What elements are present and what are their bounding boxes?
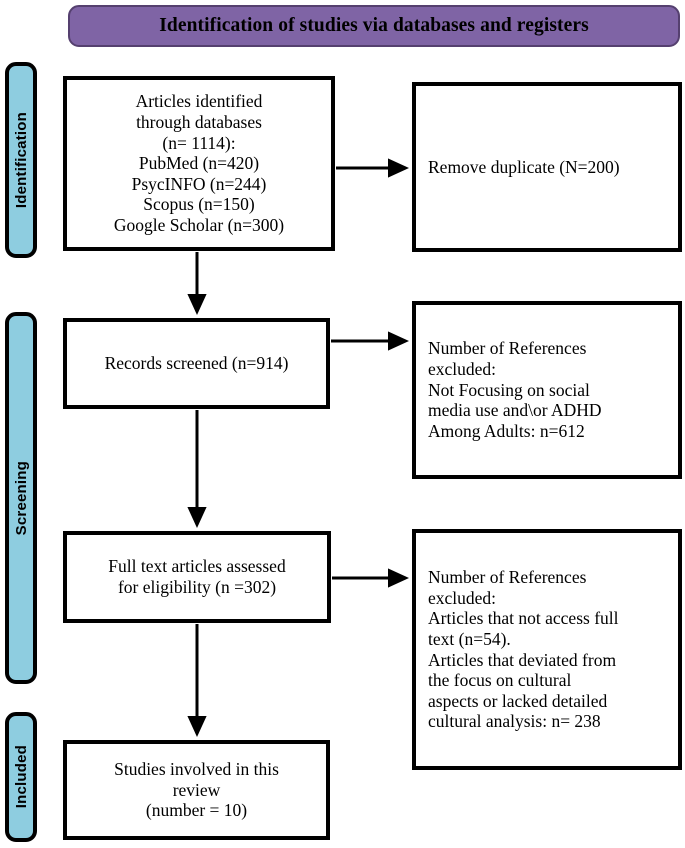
- flow-box-remove-duplicate: Remove duplicate (N=200): [412, 82, 682, 252]
- flow-box-remove-duplicate-text: Remove duplicate (N=200): [428, 156, 620, 177]
- flow-box-fulltext-assessed-text: Full text articles assessed for eligibil…: [108, 556, 286, 597]
- flow-box-studies-included-text: Studies involved in this review (number …: [114, 759, 279, 821]
- flow-box-records-screened-text: Records screened (n=914): [104, 353, 289, 374]
- stage-rail-screening: Screening: [5, 312, 37, 684]
- flow-box-excluded-screening-text: Number of References excluded: Not Focus…: [428, 338, 602, 441]
- stage-rail-identification-label: Identification: [12, 111, 30, 209]
- diagram-title: Identification of studies via databases …: [159, 15, 589, 36]
- flow-box-excluded-screening: Number of References excluded: Not Focus…: [412, 301, 682, 479]
- flow-box-articles-identified-text: Articles identified through databases (n…: [113, 91, 285, 236]
- stage-rail-included-label: Included: [12, 745, 30, 809]
- flow-box-studies-included: Studies involved in this review (number …: [63, 740, 330, 840]
- flow-box-excluded-eligibility-text: Number of References excluded: Articles …: [428, 566, 619, 732]
- stage-rail-included: Included: [5, 712, 37, 842]
- flow-box-excluded-eligibility: Number of References excluded: Articles …: [412, 529, 682, 770]
- stage-rail-screening-label: Screening: [12, 460, 30, 536]
- diagram-header-banner: Identification of studies via databases …: [68, 5, 680, 47]
- flow-box-fulltext-assessed: Full text articles assessed for eligibil…: [63, 531, 331, 623]
- stage-rail-identification: Identification: [5, 62, 37, 258]
- flow-box-articles-identified: Articles identified through databases (n…: [63, 76, 335, 251]
- flow-box-records-screened: Records screened (n=914): [63, 318, 330, 409]
